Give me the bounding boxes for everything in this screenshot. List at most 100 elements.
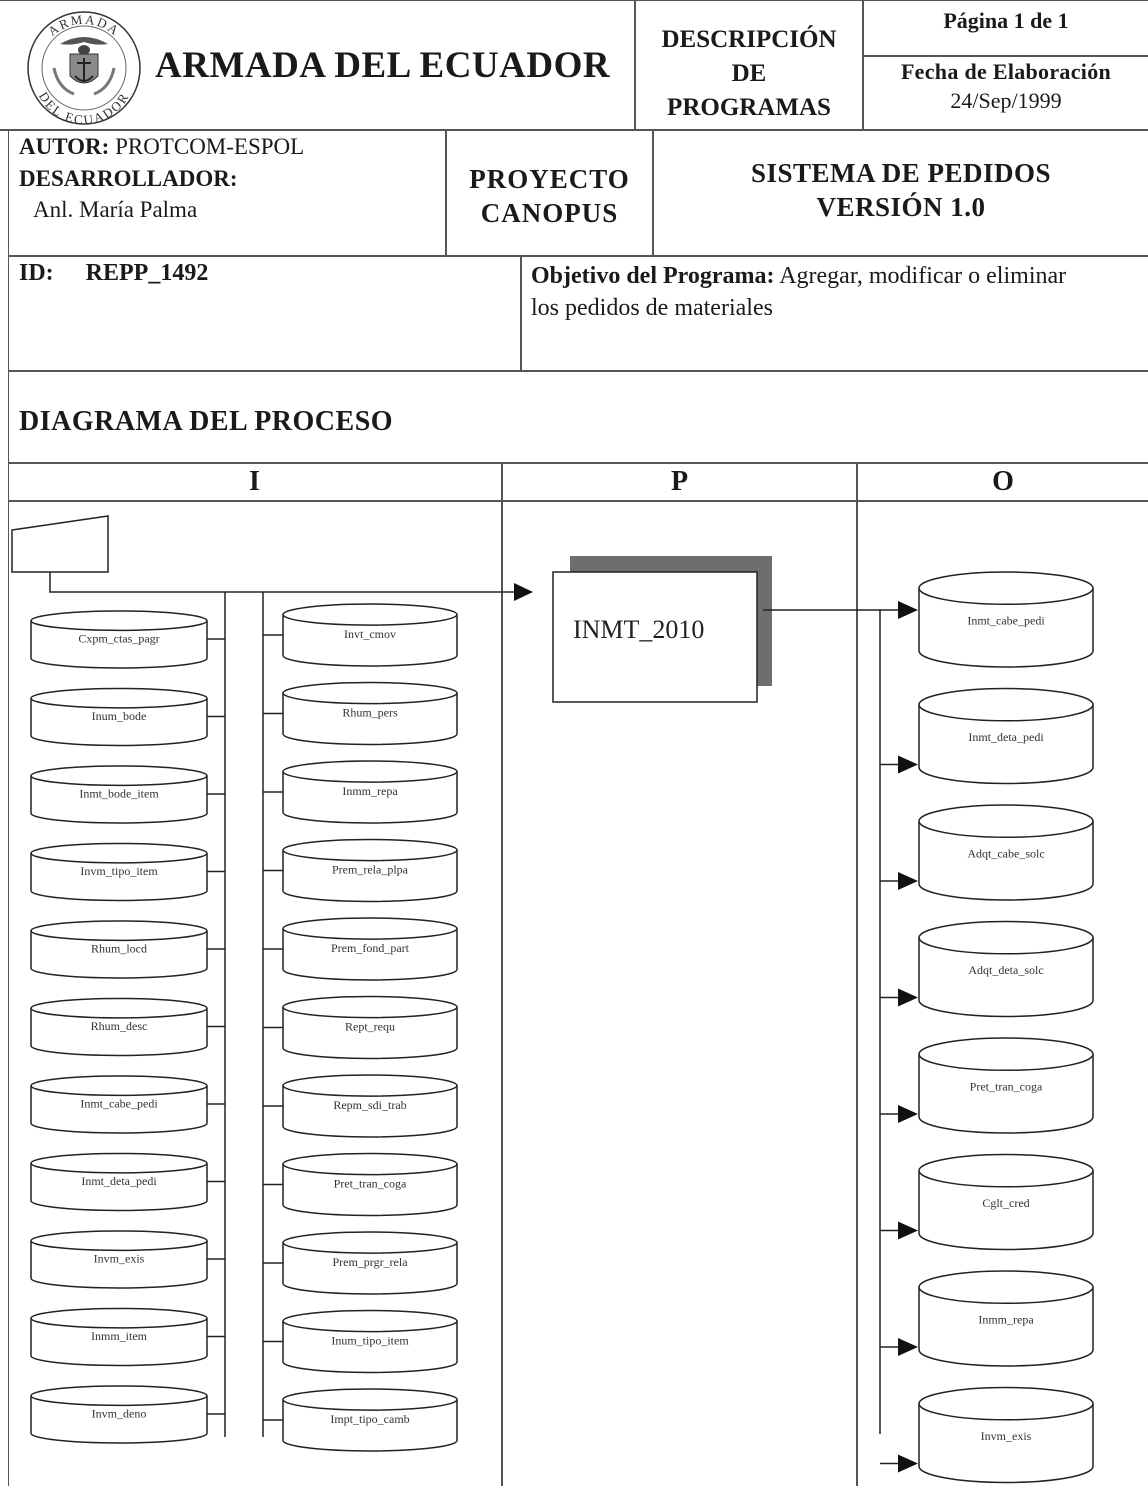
input-db-left-label: Inmm_item (91, 1329, 148, 1343)
input-db-right-body (282, 614, 458, 667)
output-db: Cglt_cred (918, 1153, 1094, 1251)
input-db-right-label: Prem_rela_plpa (332, 863, 409, 877)
input-db-left-top (30, 1307, 208, 1329)
input-db-left: Inmt_bode_item (30, 765, 208, 824)
output-arrow (898, 988, 918, 1007)
input-db-right-body (282, 1085, 458, 1138)
input-db-left-top (30, 1152, 208, 1174)
program-id: ID: REPP_1492 (19, 260, 208, 287)
input-arrow (514, 583, 533, 601)
input-db-left-top (30, 610, 208, 632)
input-db-left-body (30, 1085, 208, 1134)
system-line-1: SISTEMA DE PEDIDOS (750, 158, 1052, 188)
input-db-left-label: Rhum_locd (91, 941, 147, 955)
input-db-right: Inmm_repa (282, 760, 458, 824)
output-db-body (918, 1287, 1094, 1367)
objective-label: Objetivo del Programa: (531, 263, 775, 289)
column-input-header: I (249, 466, 260, 497)
input-db-right-label: Inmm_repa (342, 784, 398, 798)
doc-type-line-3: PROGRAMAS (667, 94, 831, 121)
id-label: ID: (19, 260, 54, 286)
input-db-right-label: Prem_prgr_rela (332, 1255, 408, 1269)
output-db-label: Inmt_cabe_pedi (967, 613, 1045, 627)
input-db-right-top (282, 760, 458, 783)
output-db: Adqt_cabe_solc (918, 804, 1094, 901)
output-db-body (918, 588, 1094, 668)
input-db-left: Inmm_item (30, 1307, 208, 1367)
output-arrow (898, 1221, 918, 1240)
input-db-left: Invm_exis (30, 1230, 208, 1289)
doc-type-line-2: DE (731, 60, 767, 87)
output-db-label: Invm_exis (981, 1429, 1032, 1443)
input-db-right-body (282, 771, 458, 824)
output-db-top (918, 1386, 1094, 1421)
navy-seal-logo: ARMADA DEL ECUADOR (27, 11, 141, 126)
input-db-right-body (282, 1164, 458, 1217)
output-db-top (918, 571, 1094, 606)
input-db-right: Rept_requ (282, 995, 458, 1060)
input-db-right-body (282, 1242, 458, 1295)
output-db-label: Adqt_deta_solc (968, 963, 1043, 977)
input-db-right: Invt_cmov (282, 603, 458, 667)
id-value: REPP_1492 (85, 260, 209, 286)
info-section (8, 131, 1148, 257)
outputs-group: Inmt_cabe_pediInmt_deta_pediAdqt_cabe_so… (880, 571, 1094, 1484)
output-arrow (898, 1338, 918, 1356)
project-name: PROYECTO CANOPUS (447, 162, 652, 230)
date-label: Fecha de Elaboración (900, 59, 1112, 84)
project-line-1: PROYECTO (469, 164, 630, 194)
column-process-header: P (670, 466, 689, 497)
system-line-2: VERSIÓN 1.0 (816, 192, 986, 222)
input-db-left-top (30, 842, 208, 864)
output-db-top (918, 1270, 1094, 1305)
input-db-left: Inum_bode (30, 687, 208, 747)
inputs-right-group: Invt_cmovRhum_persInmm_repaPrem_rela_plp… (263, 603, 458, 1452)
input-db-right-top (282, 1074, 458, 1097)
output-db-label: Cglt_cred (982, 1196, 1029, 1210)
inputs-left-group: Cxpm_ctas_pagrInum_bodeInmt_bode_itemInv… (30, 610, 225, 1444)
output-arrow (898, 755, 918, 774)
input-db-left: Rhum_desc (30, 997, 208, 1057)
output-arrow (898, 1454, 918, 1473)
system-name: SISTEMA DE PEDIDOS VERSIÓN 1.0 (654, 156, 1148, 224)
output-db-label: Inmm_repa (978, 1312, 1034, 1326)
ipo-divider-1 (501, 464, 503, 1486)
output-db-label: Inmt_deta_pedi (968, 730, 1044, 744)
input-db-left-body (30, 698, 208, 747)
ipo-frame (8, 464, 1148, 1486)
input-db-left-top (30, 1230, 208, 1252)
input-db-left-label: Rhum_desc (91, 1019, 148, 1033)
output-db-top (918, 1153, 1094, 1188)
author-value: PROTCOM-ESPOL (115, 134, 305, 159)
input-db-right: Prem_fond_part (282, 917, 458, 981)
output-db: Invm_exis (918, 1386, 1094, 1484)
input-db-left-label: Inmt_cabe_pedi (80, 1096, 158, 1110)
output-db: Pret_tran_coga (918, 1037, 1094, 1134)
output-db-top (918, 687, 1094, 722)
input-db-right-top (282, 995, 458, 1019)
input-db-right-top (282, 1231, 458, 1254)
input-db-left: Rhum_locd (30, 920, 208, 979)
input-db-right-body (282, 1399, 458, 1452)
input-db-right-label: Prem_fond_part (331, 941, 410, 955)
author-line: AUTOR: PROTCOM-ESPOL (19, 134, 304, 160)
program-section (8, 257, 1148, 372)
ipo-divider-2 (856, 464, 858, 1486)
output-db-body (918, 1403, 1094, 1484)
input-db-left: Cxpm_ctas_pagr (30, 610, 208, 669)
input-db-right-label: Invt_cmov (344, 627, 396, 641)
input-db-left-label: Invm_tipo_item (80, 864, 158, 878)
input-db-right: Inum_tipo_item (282, 1309, 458, 1374)
input-db-right: Prem_prgr_rela (282, 1231, 458, 1295)
header-divider-1 (634, 0, 636, 131)
output-db: Inmm_repa (918, 1270, 1094, 1367)
output-arrow (898, 1105, 918, 1123)
output-db: Inmt_cabe_pedi (918, 571, 1094, 668)
input-db-left: Inmt_deta_pedi (30, 1152, 208, 1212)
input-db-right-label: Repm_sdi_trab (333, 1098, 406, 1112)
input-db-left-body (30, 775, 208, 824)
input-db-right-top (282, 838, 458, 862)
input-db-left-top (30, 765, 208, 787)
output-db-top (918, 804, 1094, 839)
